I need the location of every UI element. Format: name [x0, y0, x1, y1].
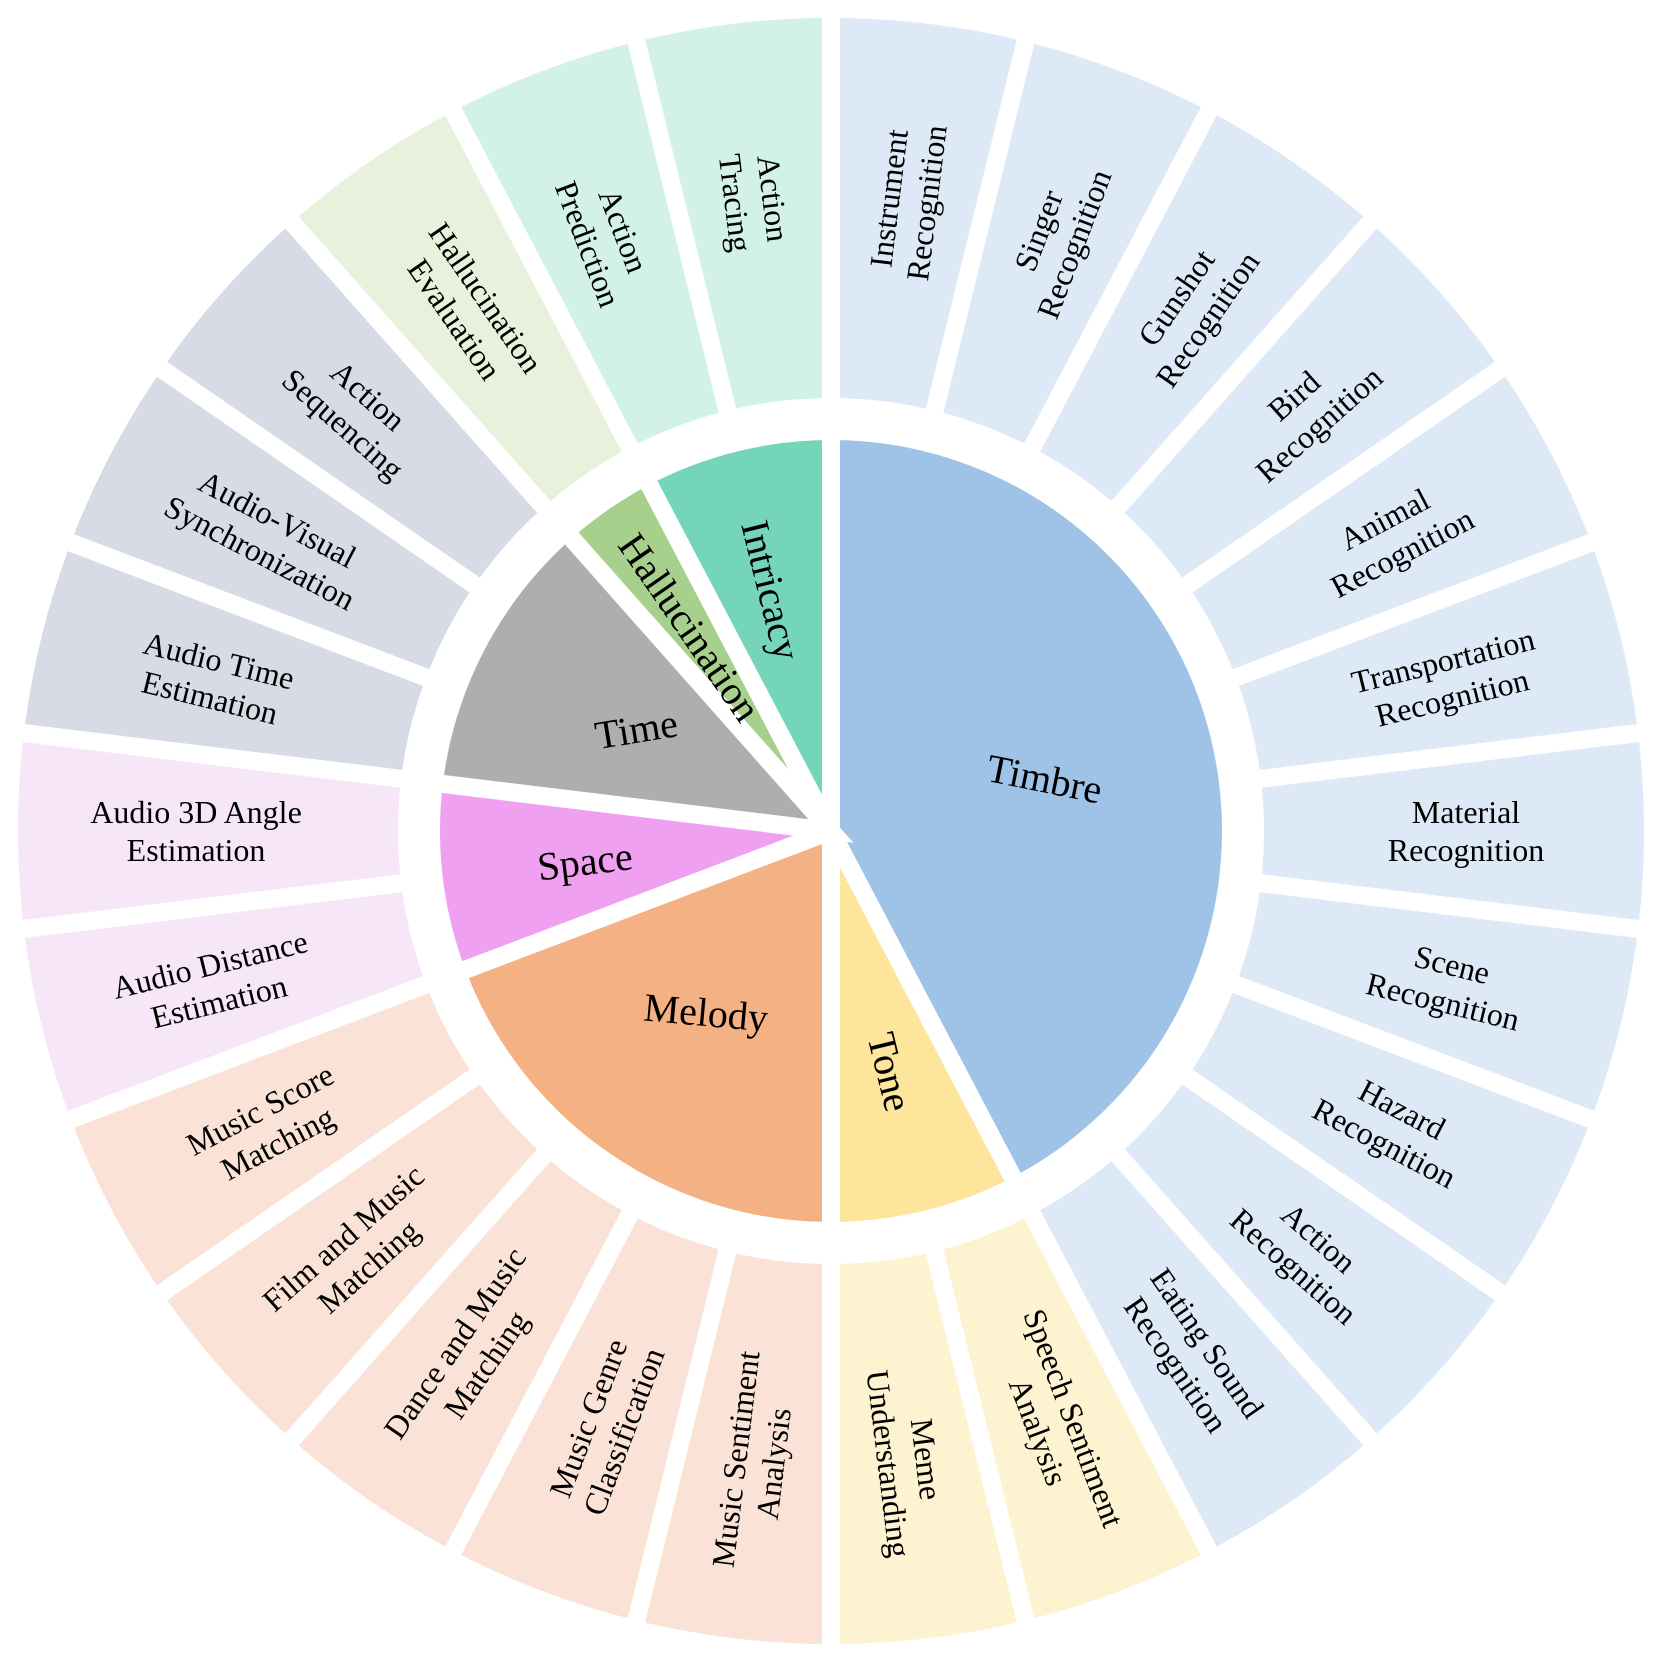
task-segment-audio-3d-angle-estimation	[18, 741, 401, 921]
category-label-melody: Melody	[642, 985, 770, 1041]
task-segment-action-prediction	[461, 43, 719, 444]
task-segment-material-recognition	[1261, 741, 1644, 921]
task-segment-action-sequencing	[167, 228, 538, 578]
task-segment-transportation-recognition	[1238, 551, 1637, 770]
task-segment-music-sentiment-analysis	[645, 1253, 823, 1644]
task-label-line: Material	[1412, 794, 1521, 830]
task-segment-scene-recognition	[1238, 892, 1637, 1111]
task-segment-gunshot-recognition	[1040, 115, 1364, 501]
task-segment-hazard-recognition	[1192, 992, 1588, 1286]
task-segment-bird-recognition	[1124, 228, 1495, 578]
category-wedge-tone	[822, 826, 1030, 1241]
task-segment-instrument-recognition	[839, 18, 1017, 409]
category-wedge-time	[423, 518, 854, 843]
task-segment-speech-sentiment-analysis	[943, 1218, 1201, 1619]
task-label-line: Estimation	[127, 832, 266, 868]
task-label-line: Recognition	[1388, 832, 1544, 868]
task-segment-music-score-matching	[74, 992, 470, 1286]
task-segment-music-genre-classification	[461, 1218, 719, 1619]
task-segment-dance-and-music-matching	[298, 1161, 622, 1547]
category-wedge-timbre	[822, 421, 1240, 1198]
task-segment-audio-time-estimation	[25, 551, 424, 770]
inner-pie: TimbreToneMelodySpaceTimeHallucinationIn…	[422, 421, 1240, 1241]
task-segment-meme-understanding	[839, 1253, 1017, 1644]
task-segment-eating-sound-recognition	[1040, 1161, 1364, 1547]
task-segment-hallucination-evaluation	[298, 115, 622, 501]
category-wedge-space	[422, 772, 835, 985]
task-segment-audio-distance-estimation	[25, 892, 424, 1111]
task-segment-singer-recognition	[943, 43, 1201, 444]
task-segment-animal-recognition	[1192, 376, 1588, 670]
task-label-instrument-recognition: InstrumentRecognition	[861, 119, 953, 283]
task-label-line: Audio 3D Angle	[90, 794, 302, 830]
category-wedge-melody	[445, 817, 840, 1241]
category-wedge-intricacy	[632, 421, 840, 836]
task-segment-action-tracing	[645, 18, 823, 409]
task-segment-action-recognition	[1124, 1084, 1495, 1434]
task-segment-audio-visual-synchronization	[74, 376, 470, 670]
task-segment-film-and-music-matching	[167, 1084, 538, 1434]
